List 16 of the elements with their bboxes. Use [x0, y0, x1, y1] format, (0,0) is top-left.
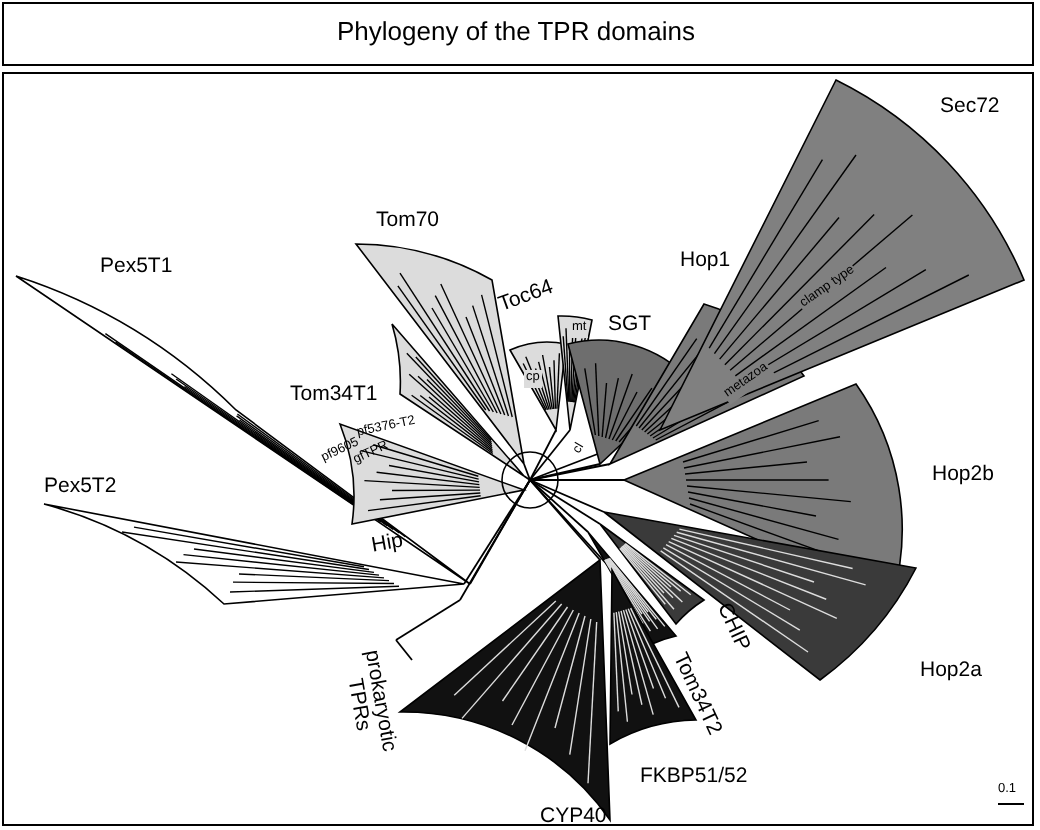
clade-label: Pex5T2 — [44, 476, 117, 497]
clade-label: prokaryotic TPRs — [341, 646, 401, 758]
clade-label: Hop2b — [932, 464, 994, 485]
clade-label: Toc64 — [496, 276, 556, 316]
clade-label: Hop2a — [920, 660, 982, 681]
clade-label: Pex5T1 — [100, 256, 173, 277]
clade-label: Hip — [370, 530, 405, 557]
clade-label: SGT — [608, 314, 652, 335]
clade-label: Tom34T1 — [290, 384, 378, 405]
clade-label: CHIP — [712, 600, 754, 655]
clade-label: Hop1 — [680, 250, 731, 271]
clade-label: CYP40 — [540, 806, 607, 827]
clade-label: Tom70 — [376, 210, 440, 231]
clade-label: FKBP51/52 — [640, 766, 748, 787]
clade-label: Sec72 — [940, 96, 1000, 117]
title: Phylogeny of the TPR domains — [335, 16, 697, 46]
